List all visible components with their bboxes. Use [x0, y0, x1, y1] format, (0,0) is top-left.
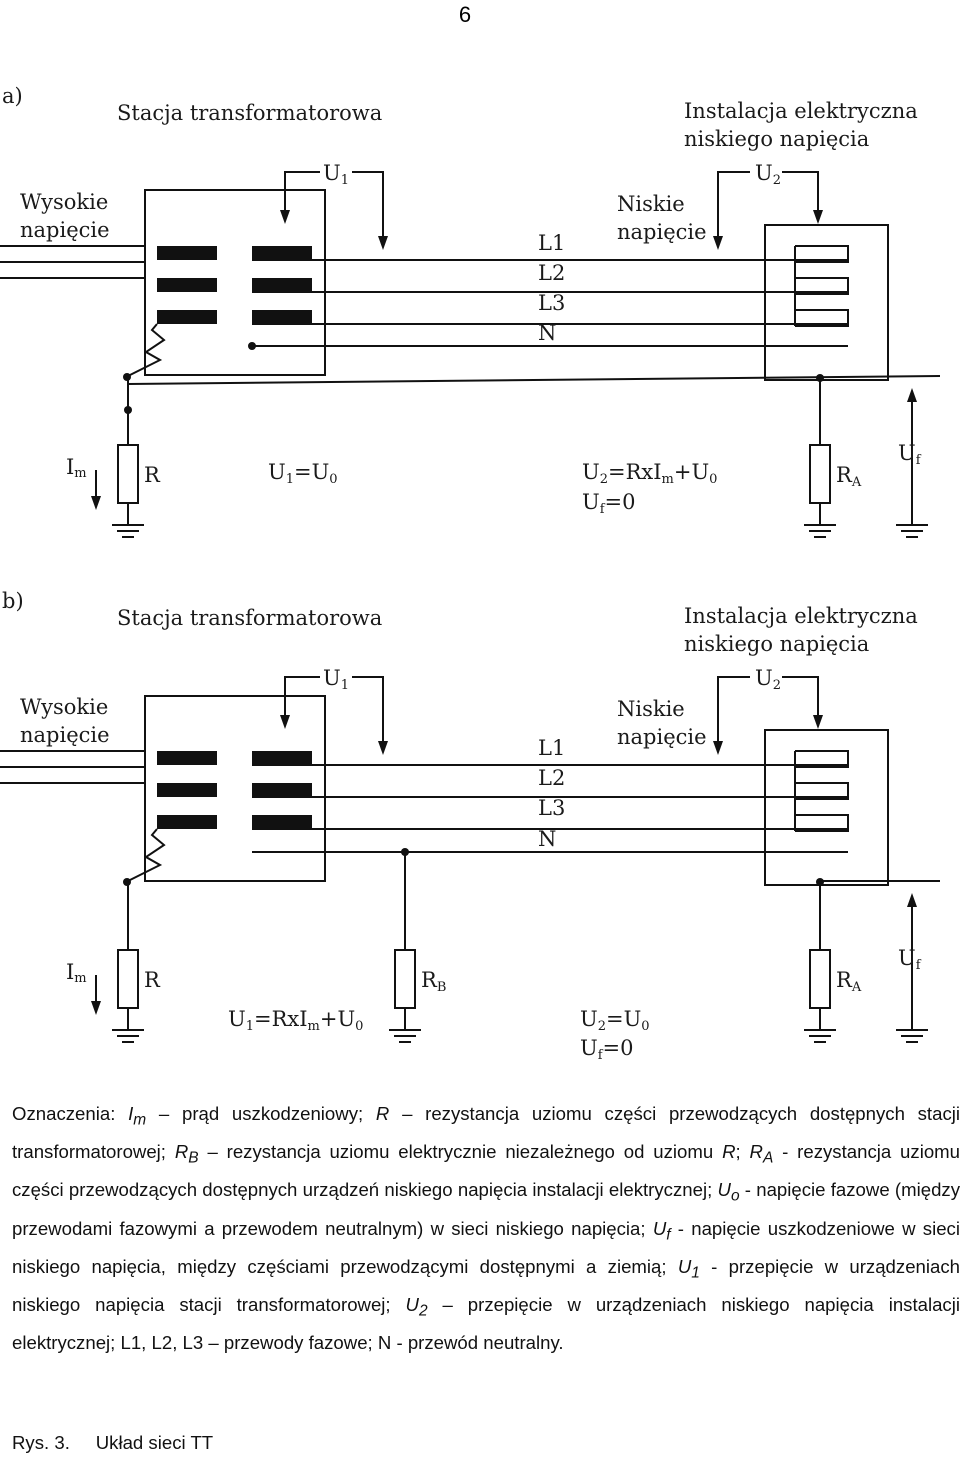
low-voltage-b-2: napięcie [617, 725, 707, 749]
low-voltage-b-1: Niskie [617, 697, 685, 721]
figure-number: Rys. 3. [12, 1432, 70, 1453]
diagram-a [0, 171, 941, 538]
install-title-a-1: Instalacja elektryczna [684, 99, 918, 123]
station-title-b: Stacja transformatorowa [117, 606, 382, 630]
line-n-a: N [538, 321, 556, 345]
panel-label-a: a) [2, 84, 23, 108]
line-l2-b: L2 [538, 766, 565, 790]
ra-label-b: RA [836, 968, 862, 995]
diagram-b-arrowheads [91, 715, 917, 1015]
r-label-b: R [144, 968, 161, 992]
install-title-a-2: niskiego napięcia [684, 127, 869, 151]
figure-caption: Rys. 3. Układ sieci TT [12, 1432, 213, 1454]
u2-label-a: U2 [755, 161, 781, 188]
high-voltage-a-1: Wysokie [20, 190, 108, 214]
line-l3-a: L3 [538, 291, 565, 315]
equation-uf-a: Uf=0 [582, 490, 635, 517]
line-l3-b: L3 [538, 796, 565, 820]
u1-label-b: U1 [323, 666, 349, 693]
r-label-a: R [144, 463, 161, 487]
transformer-a [157, 246, 312, 324]
uf-label-a: Uf [898, 441, 922, 468]
equation-u1-a: U1=U0 [268, 460, 338, 487]
high-voltage-a-2: napięcie [20, 218, 110, 242]
low-voltage-a-2: napięcie [617, 220, 707, 244]
high-voltage-b-2: napięcie [20, 723, 110, 747]
installation-box-b [764, 729, 889, 886]
diagram-b [0, 676, 940, 1043]
im-label-a: Im [66, 455, 87, 481]
panel-label-b: b) [2, 589, 24, 613]
u2-label-b: U2 [755, 666, 781, 693]
substation-box-b [144, 695, 326, 882]
line-l1-b: L1 [538, 736, 565, 760]
legend-text: Oznaczenia: Im – prąd uszkodzeniowy; R –… [12, 1103, 960, 1354]
equation-u1-b: U1=RxIm+U0 [228, 1007, 363, 1034]
substation-box-a [144, 189, 326, 376]
u1-label-a: U1 [323, 161, 349, 188]
low-voltage-a-1: Niskie [617, 192, 685, 216]
diagram-a-arrowheads [91, 210, 917, 510]
im-label-b: Im [66, 960, 87, 986]
line-n-b: N [538, 827, 556, 851]
tt-network-diagrams: a) Stacja transformatorowa Instalacja el… [0, 84, 941, 1063]
rb-label-b: RB [421, 968, 446, 995]
equation-uf-b: Uf=0 [580, 1036, 633, 1063]
high-voltage-b-1: Wysokie [20, 695, 108, 719]
installation-box-a [764, 224, 889, 381]
diagram-b-labels: b) Stacja transformatorowa Instalacja el… [2, 589, 922, 1063]
legend-caption: Oznaczenia: Im – prąd uszkodzeniowy; R –… [12, 1098, 960, 1359]
transformer-b [157, 751, 312, 829]
uf-label-b: Uf [898, 946, 922, 973]
ra-label-a: RA [836, 463, 862, 490]
diagram-a-labels: a) Stacja transformatorowa Instalacja el… [2, 84, 922, 517]
line-l2-a: L2 [538, 261, 565, 285]
figure-title: Układ sieci TT [95, 1432, 214, 1453]
station-title-a: Stacja transformatorowa [117, 101, 382, 125]
equation-u2-a: U2=RxIm+U0 [582, 460, 717, 487]
line-l1-a: L1 [538, 231, 565, 255]
install-title-b-1: Instalacja elektryczna [684, 604, 918, 628]
page-number: 6 [458, 2, 472, 27]
equation-u2-b: U2=U0 [580, 1007, 650, 1034]
install-title-b-2: niskiego napięcia [684, 632, 869, 656]
